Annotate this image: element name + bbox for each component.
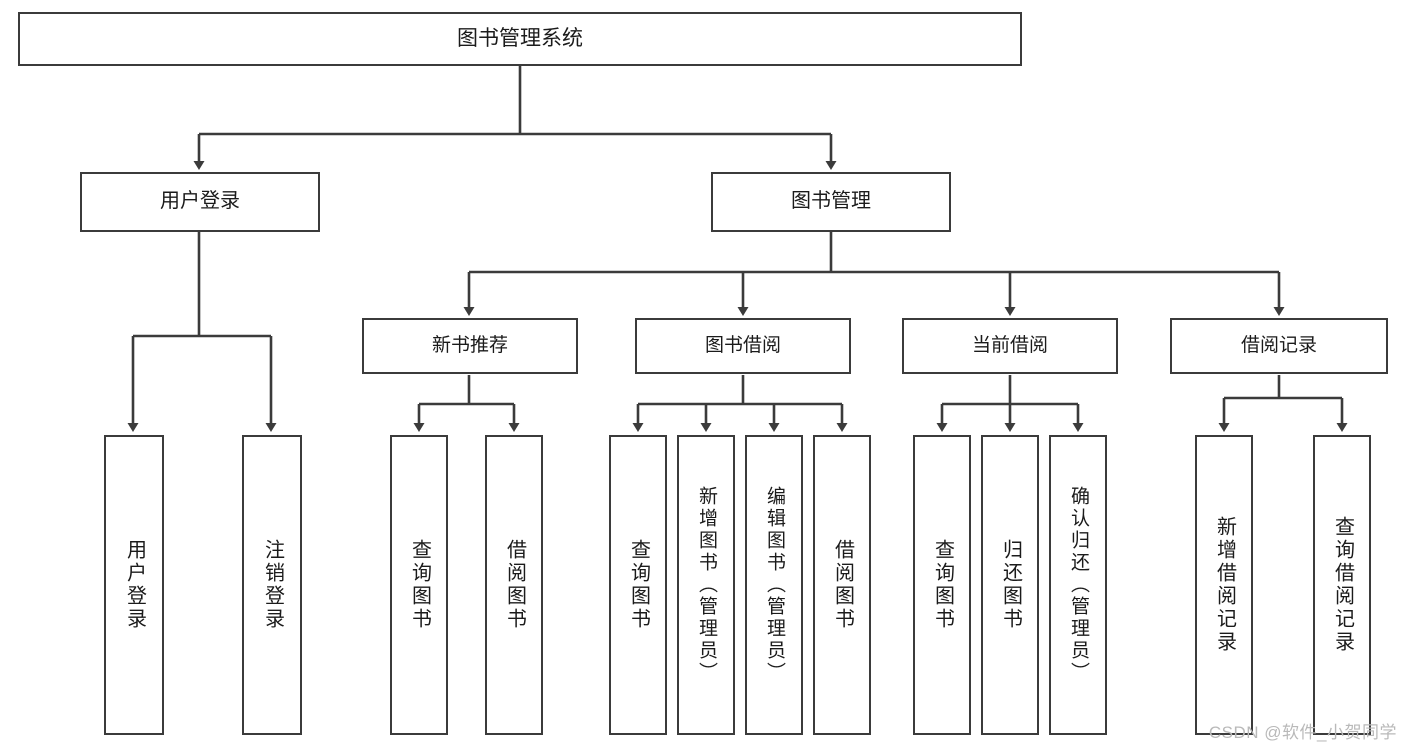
- leaf-query-book-newbook[interactable]: 查询图书: [390, 435, 448, 735]
- leaf-query-book-borrow[interactable]: 查询图书: [609, 435, 667, 735]
- node-book-borrow[interactable]: 图书借阅: [635, 318, 851, 374]
- node-new-book-recommend[interactable]: 新书推荐: [362, 318, 578, 374]
- node-user-login[interactable]: 用户登录: [80, 172, 320, 232]
- node-label: 用户登录: [123, 539, 146, 631]
- leaf-edit-book-admin[interactable]: 编辑图书（管理员）: [745, 435, 803, 735]
- leaf-borrow-book-newbook[interactable]: 借阅图书: [485, 435, 543, 735]
- node-label: 当前借阅: [971, 334, 1048, 356]
- node-label: 归还图书: [999, 539, 1022, 631]
- node-label: 图书管理: [791, 190, 871, 213]
- node-label: 借阅记录: [1240, 334, 1317, 356]
- node-label: 编辑图书（管理员）: [763, 486, 785, 684]
- leaf-logout[interactable]: 注销登录: [242, 435, 302, 735]
- node-borrow-record[interactable]: 借阅记录: [1170, 318, 1388, 374]
- node-label: 图书管理系统: [457, 26, 583, 50]
- leaf-borrow-book[interactable]: 借阅图书: [813, 435, 871, 735]
- node-root-system[interactable]: 图书管理系统: [18, 12, 1022, 66]
- node-label: 查询图书: [931, 539, 954, 631]
- node-label: 查询借阅记录: [1331, 516, 1354, 654]
- node-label: 用户登录: [160, 190, 240, 213]
- leaf-return-book[interactable]: 归还图书: [981, 435, 1039, 735]
- node-label: 查询图书: [408, 539, 431, 631]
- leaf-confirm-return-admin[interactable]: 确认归还（管理员）: [1049, 435, 1107, 735]
- node-current-borrow[interactable]: 当前借阅: [902, 318, 1118, 374]
- node-label: 图书借阅: [704, 334, 781, 356]
- leaf-add-book-admin[interactable]: 新增图书（管理员）: [677, 435, 735, 735]
- leaf-add-borrow-record[interactable]: 新增借阅记录: [1195, 435, 1253, 735]
- node-label: 查询图书: [627, 539, 650, 631]
- node-label: 借阅图书: [831, 539, 854, 631]
- node-label: 新书推荐: [431, 334, 508, 356]
- leaf-query-borrow-record[interactable]: 查询借阅记录: [1313, 435, 1371, 735]
- leaf-user-login[interactable]: 用户登录: [104, 435, 164, 735]
- node-label: 新增借阅记录: [1213, 516, 1236, 654]
- node-label: 借阅图书: [503, 539, 526, 631]
- node-label: 新增图书（管理员）: [695, 486, 717, 684]
- node-label: 确认归还（管理员）: [1067, 486, 1089, 684]
- node-label: 注销登录: [261, 539, 284, 631]
- node-book-management[interactable]: 图书管理: [711, 172, 951, 232]
- leaf-query-book-current[interactable]: 查询图书: [913, 435, 971, 735]
- watermark: CSDN @软件_小贺同学: [1208, 723, 1397, 742]
